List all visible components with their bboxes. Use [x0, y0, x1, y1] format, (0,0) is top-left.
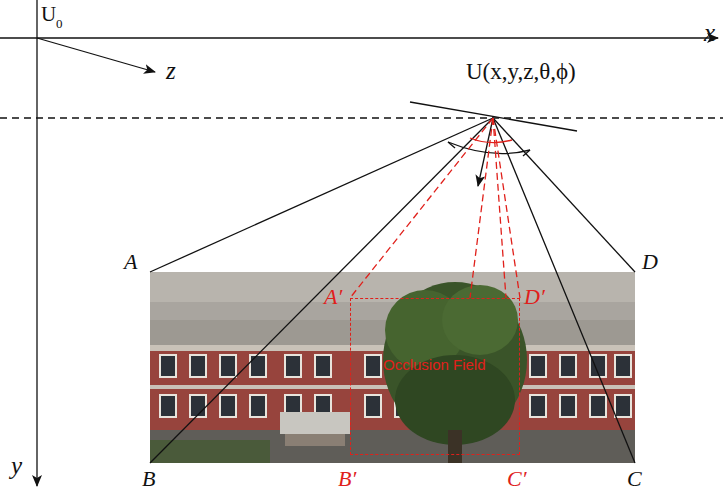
occlusion-field-box: Occlusion Field: [350, 298, 520, 455]
window: [160, 355, 176, 377]
window: [365, 395, 381, 417]
window: [220, 355, 236, 377]
occlusion-rays: [350, 118, 520, 298]
axis-label: y: [11, 453, 22, 478]
corner-label: B: [142, 468, 155, 490]
window: [615, 355, 631, 377]
origin-subscript: 0: [56, 17, 63, 30]
window: [530, 395, 546, 417]
window: [590, 395, 606, 417]
corner-label: C: [627, 468, 642, 490]
window: [560, 395, 576, 417]
axis-label: x: [704, 20, 715, 45]
corner-label: A: [124, 251, 137, 273]
building-photo: [150, 272, 635, 463]
coordinate-axes: [0, 0, 723, 486]
window: [190, 395, 206, 417]
axis-label: z: [166, 58, 176, 83]
corner-label: B′: [338, 468, 356, 490]
corner-label: D: [642, 251, 658, 273]
corner-label: D′: [524, 286, 545, 308]
window: [365, 355, 381, 377]
window: [190, 355, 206, 377]
corner-label: C′: [507, 468, 527, 490]
region-label: Occlusion Field: [383, 357, 486, 372]
window: [530, 355, 546, 377]
camera-frustum: [150, 102, 635, 463]
window: [560, 355, 576, 377]
origin-label: U: [41, 4, 56, 25]
camera-pose-label: U(x,y,z,θ,ϕ): [466, 60, 576, 83]
window: [220, 395, 236, 417]
window: [315, 355, 331, 377]
window: [250, 395, 266, 417]
window: [285, 355, 301, 377]
corner-label: A′: [324, 286, 342, 308]
window: [250, 355, 266, 377]
window: [615, 395, 631, 417]
window: [160, 395, 176, 417]
